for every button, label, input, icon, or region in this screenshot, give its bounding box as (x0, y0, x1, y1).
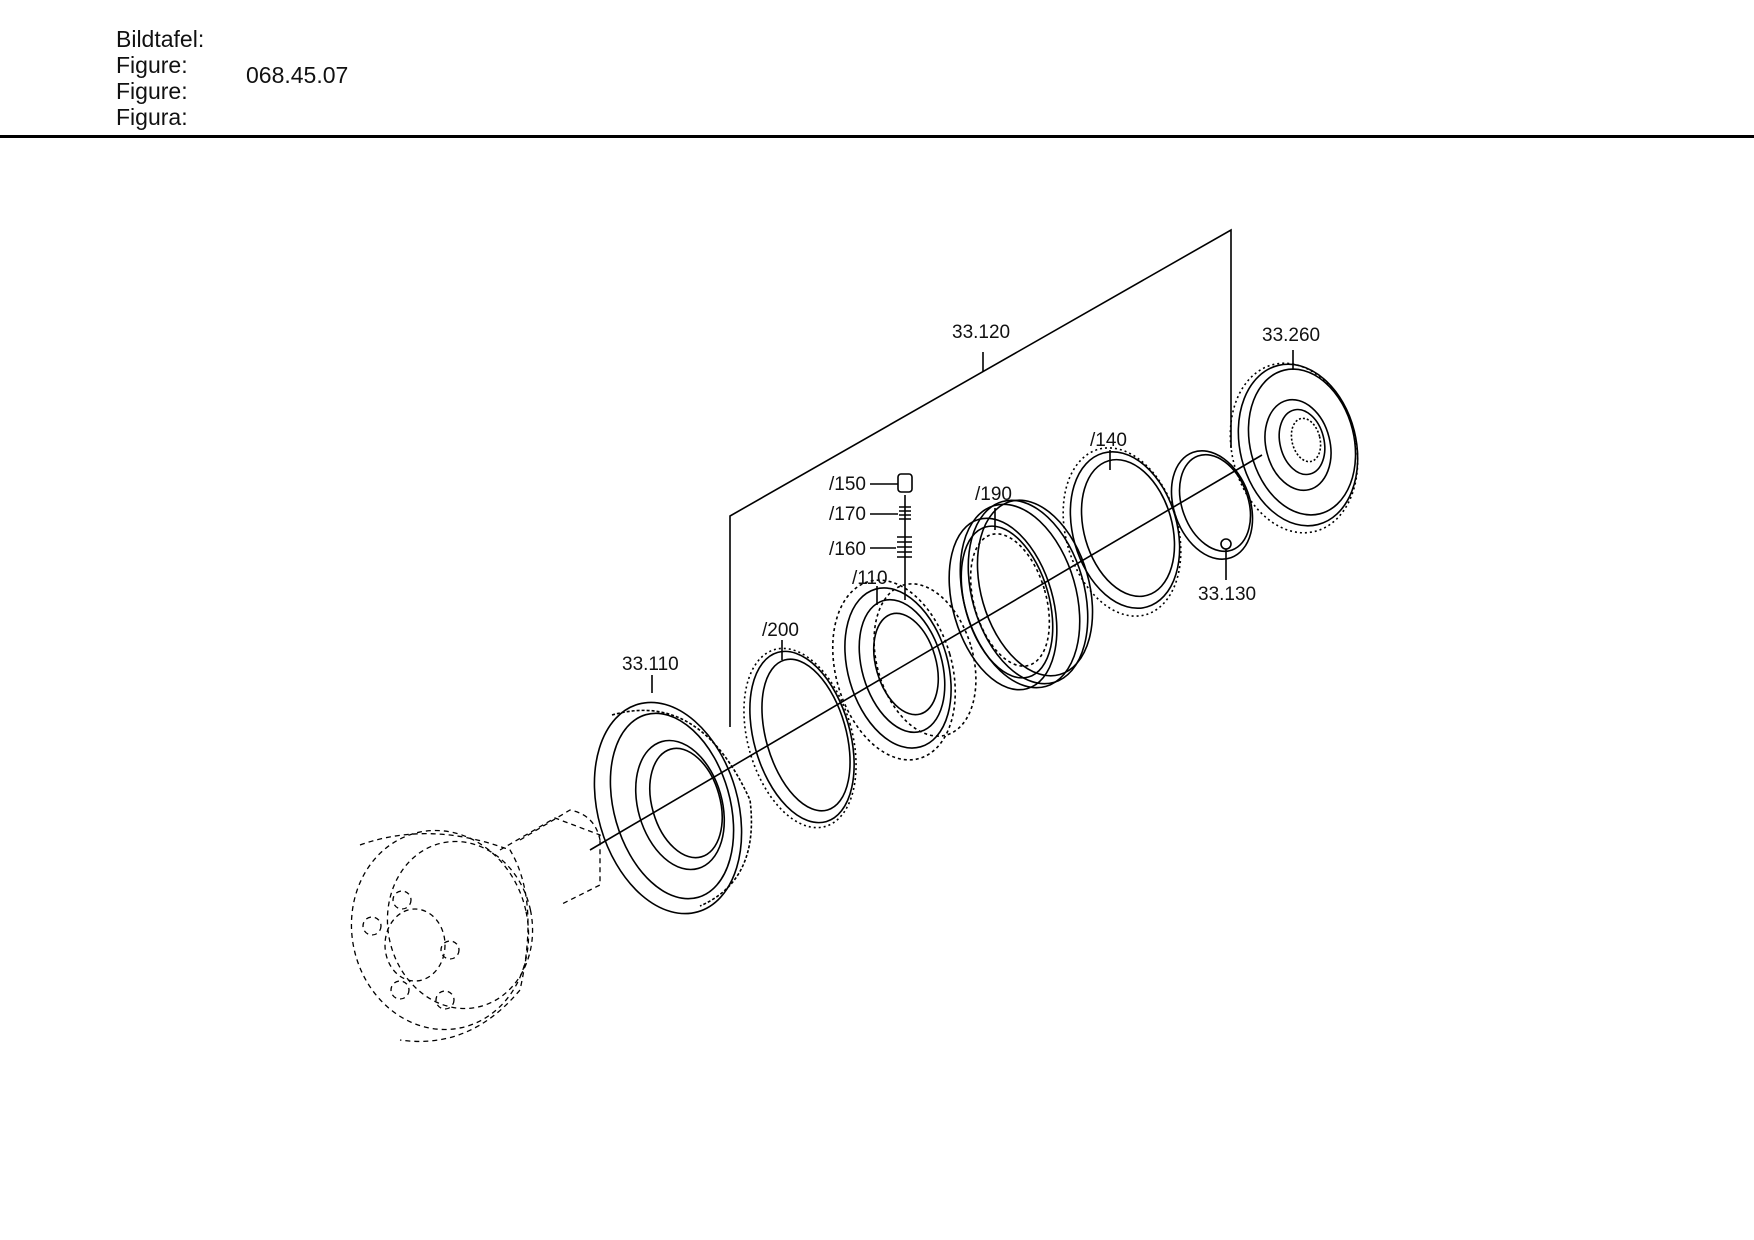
label-33-130: 33.130 (1198, 584, 1256, 605)
figure-header: Bildtafel: Figure: Figure: Figura: 068.4… (0, 0, 1754, 140)
label-140: /140 (1090, 430, 1127, 451)
label-figura: Figura: (116, 104, 188, 130)
part-33-260-gear-wheel (1229, 362, 1359, 534)
label-33-120: 33.120 (952, 322, 1010, 343)
assembly-bracket-33-120 (729, 228, 1232, 727)
label-200: /200 (762, 620, 799, 641)
label-110: /110 (852, 568, 888, 589)
part-150-detent-cap (897, 473, 913, 493)
label-33-110: 33.110 (622, 654, 679, 675)
part-200-sync-ring (743, 647, 857, 829)
part-110-sync-hub (831, 579, 977, 761)
label-190: /190 (975, 484, 1012, 505)
label-figure-en: Figure: (116, 52, 188, 78)
figure-label-block: Bildtafel: Figure: Figure: Figura: (116, 26, 204, 130)
part-160-spring (897, 536, 912, 558)
label-figure-fr: Figure: (116, 78, 188, 104)
label-bildtafel: Bildtafel: (116, 26, 205, 52)
part-170-spring (899, 506, 911, 520)
label-150: /150 (829, 474, 866, 495)
part-33-130-retaining-ring (1170, 449, 1254, 561)
header-divider (0, 135, 1754, 138)
assembly-axis (589, 454, 1263, 851)
label-33-260: 33.260 (1262, 325, 1320, 346)
part-190-sliding-sleeve (948, 499, 1094, 691)
label-160: /160 (829, 539, 866, 560)
label-170: /170 (829, 504, 866, 525)
figure-number: 068.45.07 (246, 62, 349, 88)
output-flange-hub (350, 809, 601, 1043)
part-33-110-carrier-plate (593, 701, 753, 915)
